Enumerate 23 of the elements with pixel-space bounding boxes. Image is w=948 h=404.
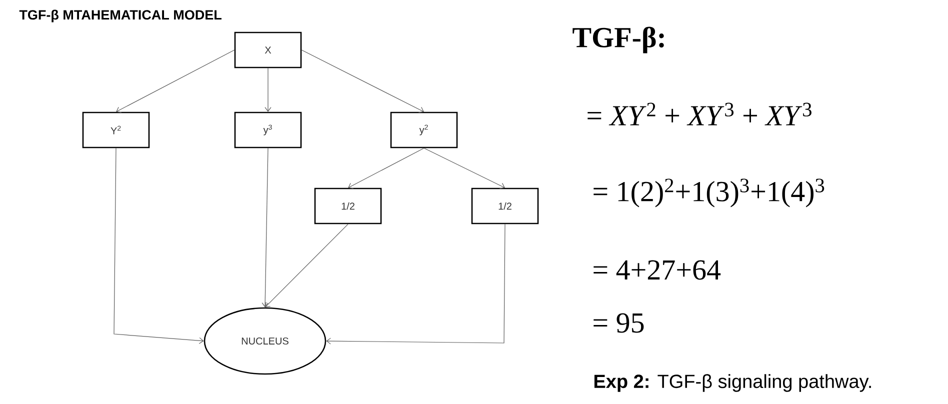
diagram-title: TGF-β MTAHEMATICAL MODEL xyxy=(19,10,222,22)
process-box: X xyxy=(234,32,302,68)
arrow xyxy=(114,148,204,344)
arrow xyxy=(264,68,272,112)
formula-heading: TGF-β: xyxy=(572,26,664,54)
equation: = 1(2)$^{2}$+1(3)$^{3}$+1(4)$^{3}$ xyxy=(594,178,824,208)
equation: = XY$^{2}$ + XY$^{3}$ + XY$^{3}$ xyxy=(588,102,812,126)
arrow xyxy=(265,224,348,308)
oval-node: NUCLEUS xyxy=(204,307,326,375)
process-box: y$^{2}$ xyxy=(390,112,458,148)
process-box: Y$^{2}$ xyxy=(82,112,150,148)
figure-caption: Exp 2: TGF-β signaling pathway. xyxy=(594,374,871,392)
arrow xyxy=(262,148,268,308)
process-box: y$^{3}$ xyxy=(234,112,302,148)
arrow xyxy=(116,50,235,113)
arrow xyxy=(301,50,424,113)
process-box: 1/2 xyxy=(471,188,539,224)
equation: = 95 xyxy=(594,313,644,333)
process-box: 1/2 xyxy=(314,188,382,224)
arrow xyxy=(348,148,424,189)
arrow xyxy=(326,224,506,344)
equation: = 4+27+64 xyxy=(594,260,721,280)
arrow xyxy=(424,148,505,189)
